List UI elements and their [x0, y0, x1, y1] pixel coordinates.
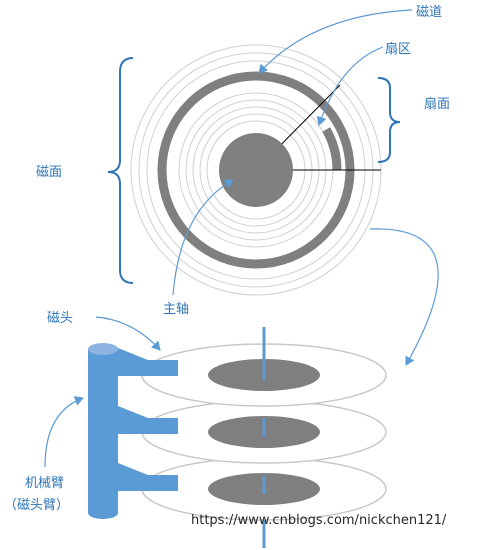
head-pointer-arrow [95, 316, 161, 351]
sector-label: 扇区 [385, 41, 411, 57]
highlighted-sector [322, 127, 342, 171]
arm-pillar [88, 349, 118, 513]
top-to-stack-arrow [369, 228, 439, 366]
watermark-url: https://www.cnblogs.com/nickchen121/ [191, 513, 447, 528]
read-write-head [118, 406, 178, 434]
arm-label-sub: （磁头臂） [4, 498, 69, 513]
head-label: 磁头 [47, 311, 73, 326]
spindle-label: 主轴 [163, 302, 189, 317]
arm-pillar-top [88, 343, 118, 355]
read-write-head [118, 463, 178, 491]
arm-pointer-arrow [44, 396, 84, 468]
arm-pillar-bottom [88, 507, 118, 519]
surface-brace [107, 57, 134, 284]
sector-pointer-arrow [316, 46, 384, 126]
actuator-arm [88, 343, 178, 519]
track-pointer-arrow [258, 9, 413, 74]
platter-stack [141, 327, 387, 548]
surface-label: 磁面 [36, 165, 62, 180]
track-label: 磁道 [416, 5, 442, 20]
spindle-pointer-arrow [172, 179, 234, 296]
sector-face-label: 扇面 [424, 96, 450, 112]
sector-face-brace [377, 77, 401, 163]
spindle-hub [219, 133, 293, 207]
arm-label: 机械臂 [25, 476, 64, 491]
platter-top-view [130, 44, 382, 296]
read-write-head [118, 348, 178, 376]
